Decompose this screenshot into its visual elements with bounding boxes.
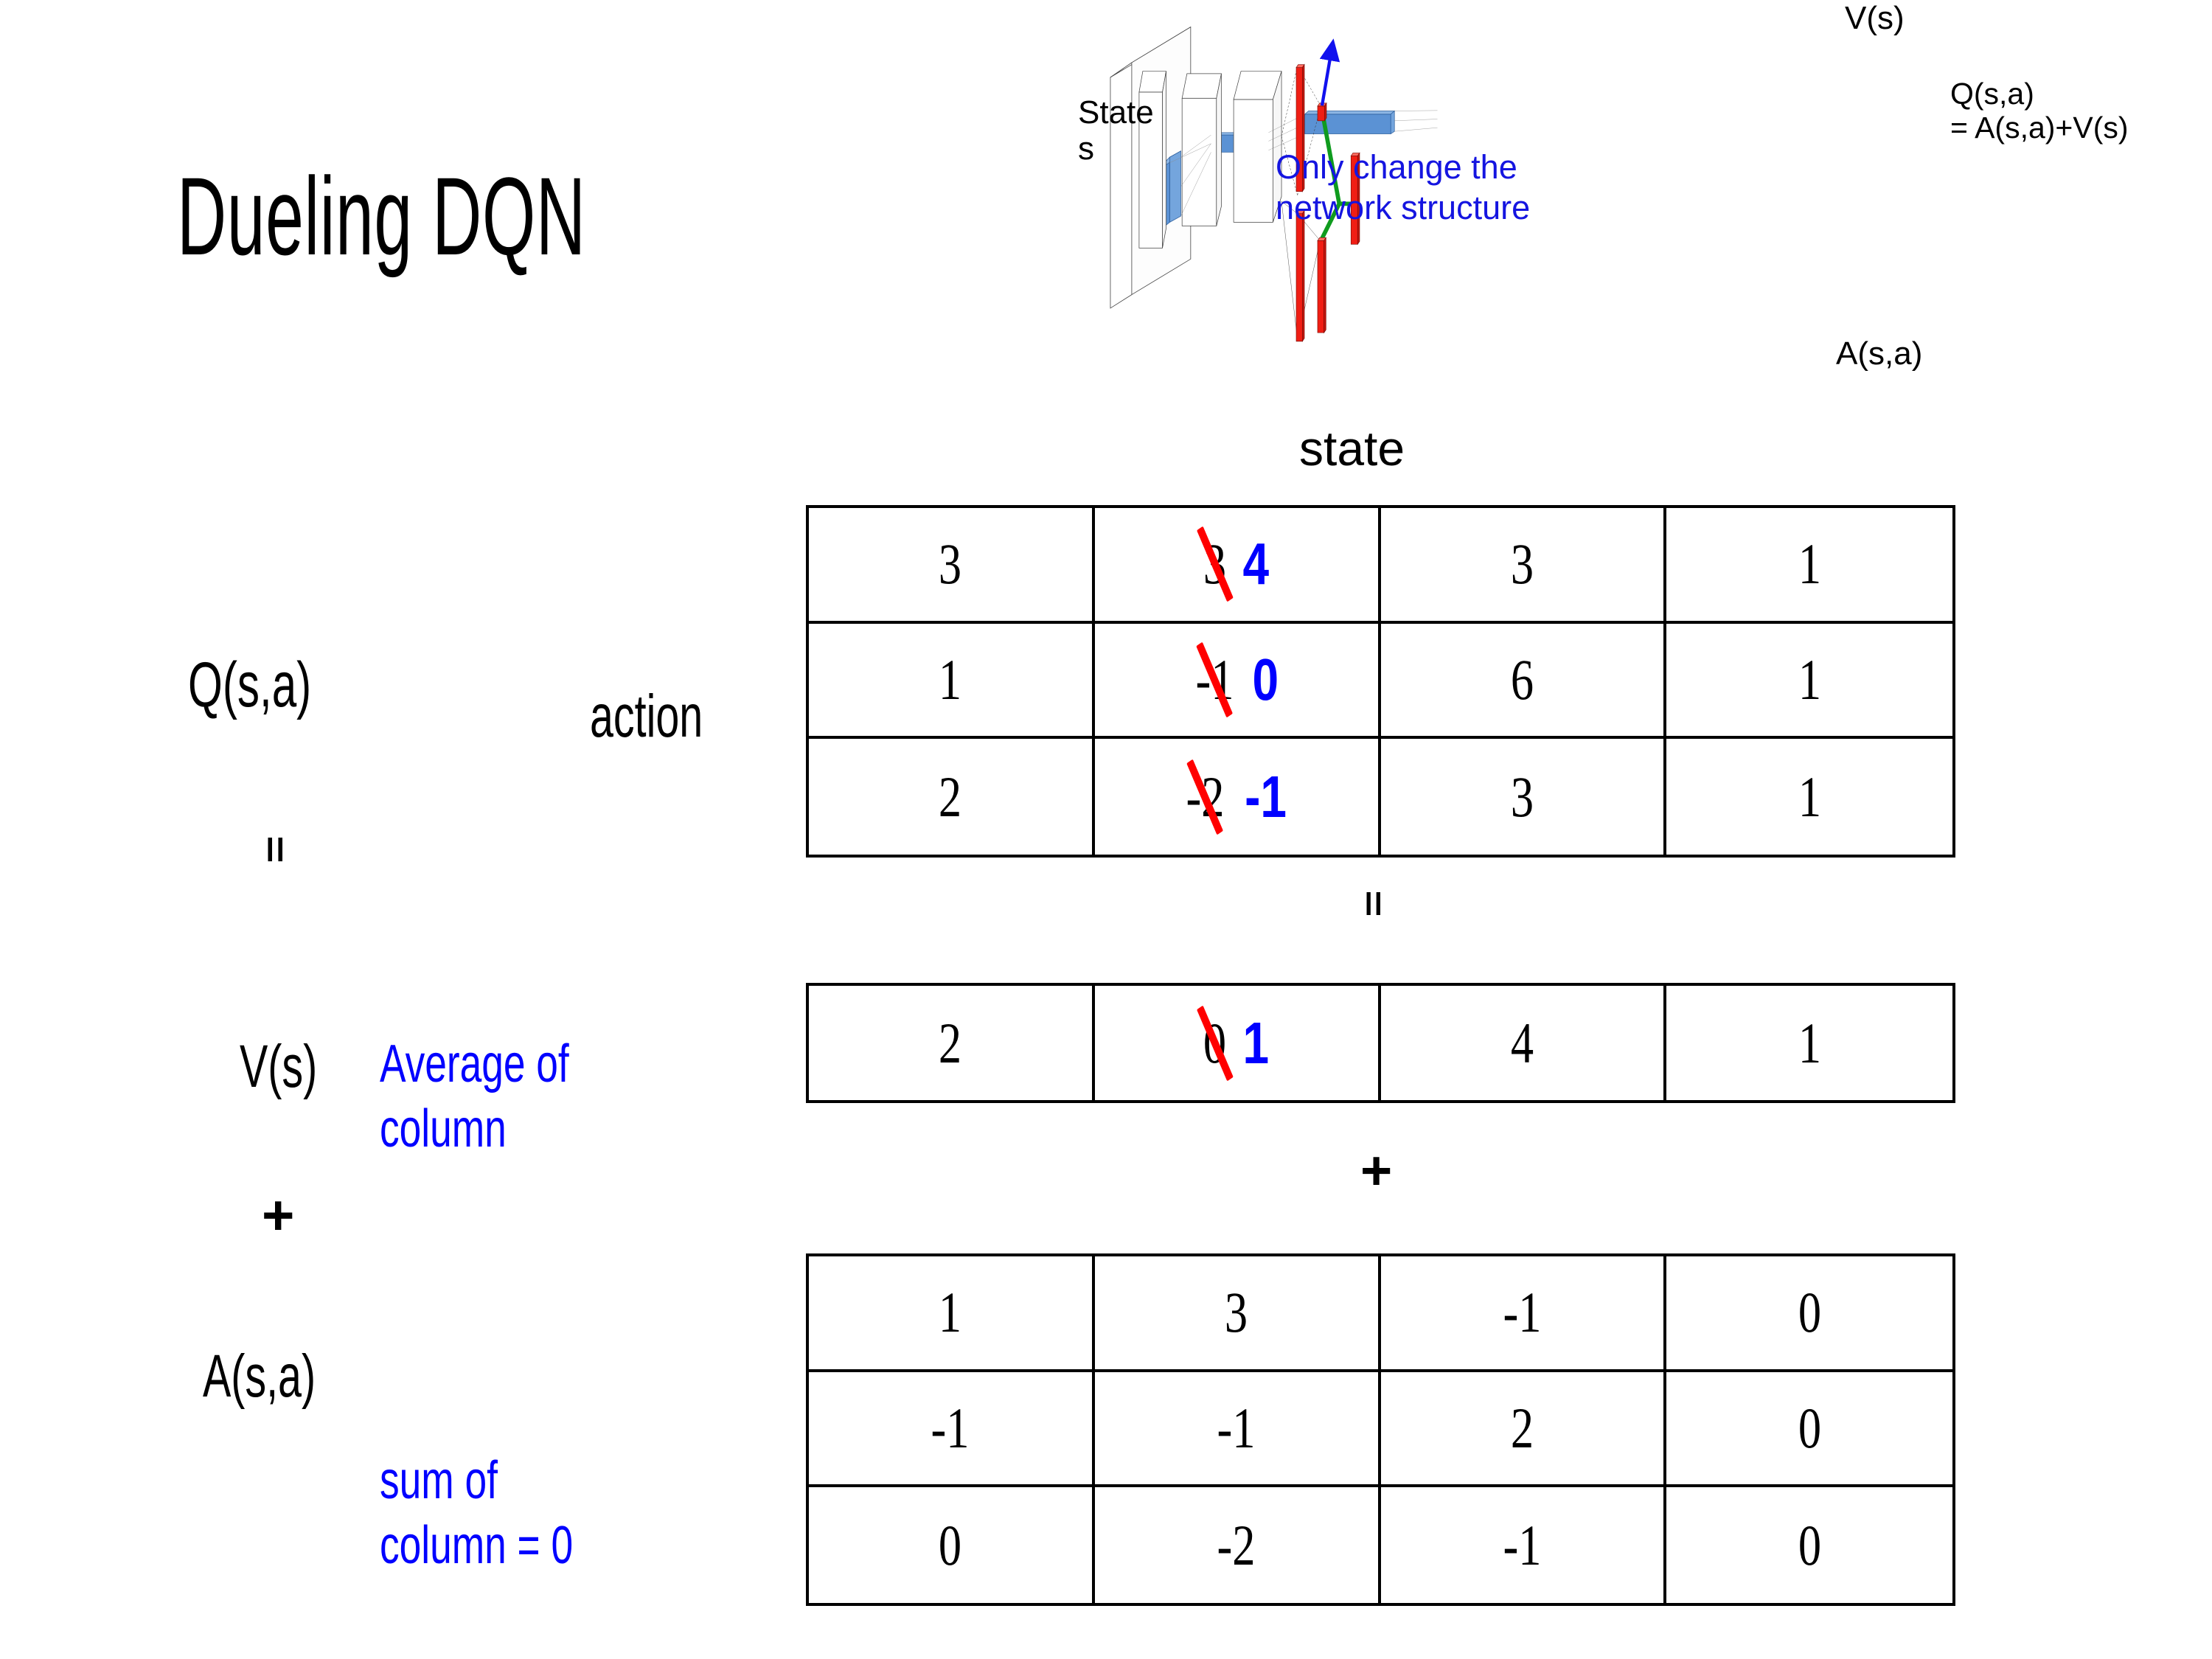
a-table: 1 3 -1 0 -1 -1 2 0 0 -2 -1 0 — [806, 1253, 1955, 1606]
a-row-label: A(s,a) — [203, 1343, 316, 1410]
equals-operator-mid: = — [1353, 890, 1394, 917]
cell-value: 1 — [939, 647, 962, 712]
table-cell: -1 — [1380, 1256, 1667, 1372]
equals-operator-left: = — [254, 835, 297, 863]
cell-value: 1 — [1798, 647, 1821, 712]
cell-value: 2 — [939, 764, 962, 829]
table-cell: 3 — [809, 508, 1095, 624]
table-cell: 1 — [1666, 624, 1952, 740]
diagram-value-label: V(s) — [1845, 0, 1905, 36]
cell-value: 4 — [1510, 1010, 1534, 1075]
table-cell: 0 — [1666, 1256, 1952, 1372]
strikethrough-mark — [1186, 759, 1223, 835]
cell-value: 1 — [1798, 764, 1821, 829]
table-cell: -1 — [1094, 1371, 1381, 1488]
strikethrough-mark — [1196, 526, 1234, 602]
table-cell: 1 — [1666, 739, 1952, 855]
diagram-note: Only change the network structure — [1276, 148, 1531, 226]
cell-value: 2 — [1510, 1395, 1534, 1460]
table-cell: -1 — [809, 1371, 1095, 1488]
cell-value: 1 — [939, 1280, 962, 1345]
plus-operator-mid: + — [1360, 1140, 1393, 1201]
table-cell: -2 — [1095, 1487, 1381, 1603]
page-title: Dueling DQN — [177, 154, 586, 278]
table-cell: 2 — [809, 739, 1095, 855]
table-cell: 2 — [809, 986, 1095, 1100]
cell-value: 6 — [1510, 647, 1534, 712]
diagram-state-label: State s — [1078, 94, 1154, 167]
q-row-label: Q(s,a) — [188, 650, 312, 720]
table-cell: -2 -1 — [1095, 739, 1381, 855]
cell-value: -1 — [1503, 1280, 1542, 1345]
table-cell: -1 0 — [1094, 623, 1381, 740]
state-axis-label: state — [1299, 421, 1405, 476]
table-cell: 0 — [809, 1487, 1095, 1603]
diagram-q-label: Q(s,a) = A(s,a)+V(s) — [1950, 77, 2129, 145]
table-cell: 3 — [1094, 1256, 1381, 1372]
sum-of-column-note: sum of column = 0 — [380, 1451, 574, 1575]
cell-new-value: 1 — [1242, 1009, 1269, 1076]
cell-old-value: -2 — [1186, 759, 1224, 835]
table-cell: 0 — [1666, 1487, 1952, 1603]
cell-value: 3 — [939, 532, 962, 597]
cell-value: -1 — [931, 1395, 970, 1460]
dueling-network-diagram: State s Only change the network structur… — [1069, 0, 2212, 413]
cell-new-value: 0 — [1252, 646, 1279, 712]
cell-value: -2 — [1217, 1512, 1256, 1577]
cell-value: 0 — [939, 1512, 962, 1577]
table-cell: 3 — [1380, 508, 1667, 624]
action-axis-label: action — [590, 683, 703, 750]
table-cell: 1 — [809, 1256, 1095, 1372]
v-row-label: V(s) — [240, 1033, 318, 1100]
cell-old-value: -1 — [1195, 641, 1234, 718]
cell-new-value: -1 — [1244, 763, 1287, 830]
cell-old-value: 0 — [1196, 1005, 1234, 1081]
strikethrough-mark — [1196, 1005, 1234, 1081]
cell-value: 1 — [1798, 532, 1821, 597]
table-cell: 2 — [1380, 1371, 1667, 1488]
cell-value: 0 — [1798, 1512, 1821, 1577]
cell-value: 1 — [1798, 1010, 1821, 1075]
cell-value: 0 — [1798, 1280, 1821, 1345]
cell-value: -1 — [1217, 1395, 1256, 1460]
cell-value: 2 — [939, 1010, 962, 1075]
diagram-advantage-label: A(s,a) — [1836, 335, 1923, 372]
cell-value: 0 — [1798, 1395, 1821, 1460]
strikethrough-mark — [1196, 641, 1234, 718]
plus-operator-left: + — [262, 1184, 295, 1247]
cell-value: 3 — [1225, 1280, 1248, 1345]
table-cell: 0 — [1666, 1372, 1952, 1488]
cell-value: -1 — [1503, 1512, 1542, 1577]
table-cell: 1 — [1666, 508, 1952, 624]
average-of-column-note: Average of column — [380, 1034, 569, 1158]
table-cell: 3 — [1381, 739, 1667, 855]
table-cell: -1 — [1381, 1487, 1667, 1603]
table-cell: 1 — [1666, 986, 1952, 1100]
table-cell: 1 — [809, 623, 1095, 740]
table-cell: 4 — [1381, 986, 1667, 1100]
cell-new-value: 4 — [1242, 531, 1269, 597]
table-cell: 6 — [1380, 623, 1667, 740]
cell-old-value: 3 — [1196, 526, 1234, 602]
cell-value: 3 — [1510, 532, 1534, 597]
cell-value: 3 — [1510, 764, 1534, 829]
